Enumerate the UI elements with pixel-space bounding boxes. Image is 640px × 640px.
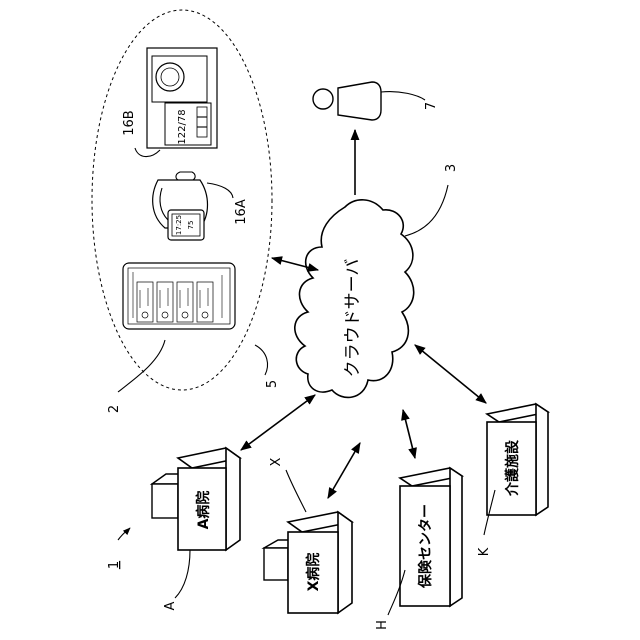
insurance-center: 保険センター [400, 468, 462, 606]
ref-3: 3 [444, 164, 459, 172]
ref-x: X [269, 457, 284, 466]
cloud-label: クラウドサーバ [343, 259, 363, 378]
smartphone [123, 263, 235, 329]
bp-reading: 122/78 [177, 109, 188, 144]
ref-5: 5 [265, 380, 280, 388]
hospital-a: A病院 [152, 448, 240, 550]
system-ref-arrow [118, 528, 130, 540]
ref-1: 1 [107, 561, 122, 569]
care-facility-label: 介護施設 [504, 439, 521, 497]
hospital-x: X病院 [264, 512, 352, 613]
arrow-cloud-hospital-a [241, 395, 315, 450]
arrow-cloud-insurance [403, 410, 415, 458]
hospital-x-label: X病院 [305, 553, 322, 592]
ref-a: A [163, 601, 178, 610]
arrow-cloud-hospital-x [328, 443, 360, 498]
watch-time: 17:25 [175, 215, 183, 235]
user-figure [313, 82, 381, 120]
ref-2: 2 [107, 405, 122, 413]
hospital-a-label: A病院 [195, 491, 212, 530]
ref-k: K [477, 547, 492, 556]
care-facility: 介護施設 [487, 404, 548, 515]
blood-pressure-monitor: 122/78 [147, 48, 217, 148]
ref-16A: 16A [234, 199, 249, 225]
ref-16B: 16B [122, 110, 137, 135]
arrow-cloud-care [415, 345, 486, 403]
insurance-center-label: 保険センター [417, 504, 434, 589]
smartwatch: 17:25 75 [153, 172, 208, 240]
ref-7: 7 [424, 102, 439, 110]
watch-value: 75 [187, 221, 195, 230]
ref-h: H [375, 620, 390, 630]
